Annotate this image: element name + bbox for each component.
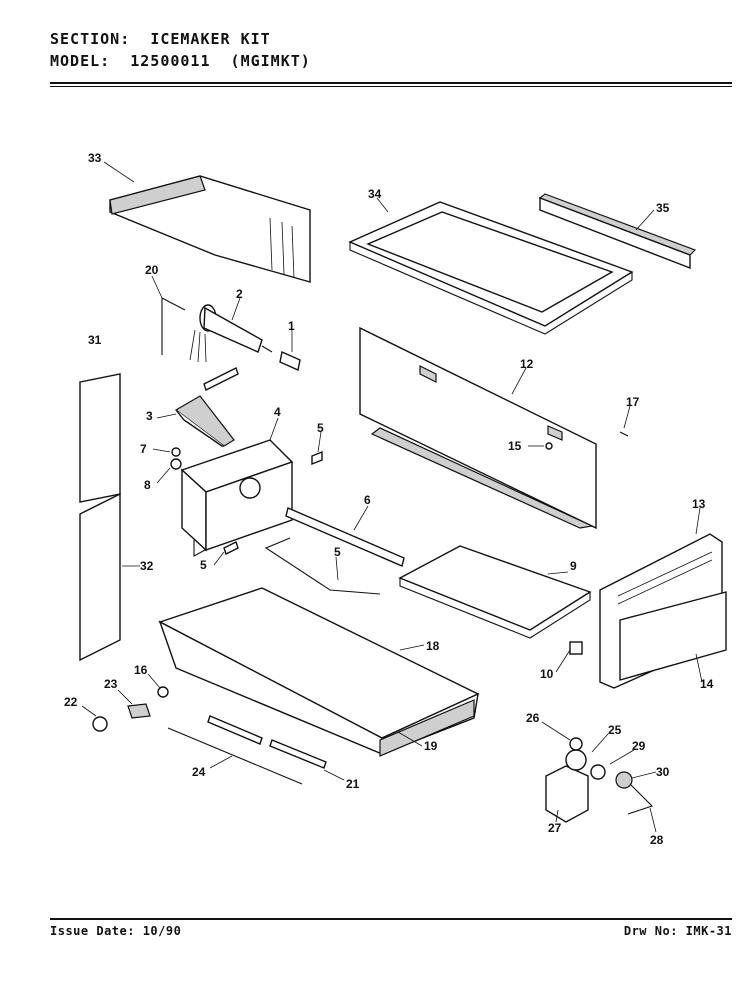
callout-6: 5 [334,545,341,559]
part-27-valve-body [545,765,589,823]
callout-30: 30 [656,765,670,779]
section-label: SECTION: [50,30,131,48]
section-value: ICEMAKER KIT [150,30,271,48]
callout-10: 9 [570,559,577,573]
callout-14: 14 [700,677,714,691]
part-10-ice-mold [398,545,592,639]
callout-17: 17 [626,395,640,409]
part-12-back-panel [359,326,597,530]
part-3-bracket [174,395,235,447]
part-16-grommet [157,686,169,698]
part-31-side-panel [79,373,121,503]
part-25-coil [565,749,587,771]
callout-9: 8 [144,478,151,492]
part-14-cover-panel [619,591,727,681]
callout-3: 3 [146,409,153,423]
header-rule-top [50,82,732,84]
part-21-bars [207,715,327,769]
issue-date: Issue Date: 10/90 [50,924,182,938]
callout-1: 1 [288,319,295,333]
callout-5a: 5 [317,421,324,435]
part-6-shutoff-arm [264,537,381,595]
leader-lines [81,161,703,833]
part-8-nut [171,447,181,457]
callout-23: 23 [104,677,118,691]
part-11-clip [569,641,583,655]
callout-32: 32 [140,559,154,573]
callout-16: 16 [134,663,148,677]
callout-22: 22 [64,695,78,709]
callout-4: 4 [274,405,281,419]
callout-35: 35 [656,201,670,215]
callout-15: 15 [508,439,522,453]
part-29-washer [590,764,606,780]
section-title: SECTION: ICEMAKER KIT [50,30,271,48]
part-24-rod [167,727,303,785]
part-17-clip [619,431,629,437]
model-label: MODEL: [50,52,111,70]
part-7-fill-tube [285,507,405,567]
callout-25: 25 [608,723,622,737]
part-23-clamp [127,703,151,719]
part-34-shelf-frame [348,201,634,335]
callout-18: 18 [426,639,440,653]
callout-28: 28 [650,833,664,847]
part-20-hex-wrench [161,297,186,355]
callout-20: 20 [145,263,159,277]
callout-27: 27 [548,821,562,835]
model-title: MODEL: 12500011 (MGIMKT) [50,52,311,70]
callout-21: 21 [346,777,360,791]
drawing-number: Drw No: IMK-31 [623,924,732,938]
callout-2: 2 [236,287,243,301]
part-28-tube [627,783,654,815]
part-9-washer [170,458,182,470]
part-4-control-housing [180,439,294,557]
callout-5b: 5 [200,558,207,572]
callout-33: 33 [88,151,102,165]
part-35-trim-strip [538,193,697,270]
part-33-ice-chute [109,175,311,283]
callout-19: 19 [424,739,438,753]
model-value: 12500011 (MGIMKT) [130,52,311,70]
part-26-screen [569,737,583,751]
callout-31: 31 [88,333,102,347]
callout-12: 12 [520,357,534,371]
callout-11: 10 [540,667,554,681]
part-19-bin-front [379,699,475,757]
callout-labels: 33 34 35 20 2 1 31 12 17 3 4 5 15 7 8 6 … [64,151,714,847]
part-30-nut [615,771,633,789]
part-22-fitting [92,716,108,732]
callout-24: 24 [192,765,206,779]
part-15-screw [545,442,553,450]
wire-lead [203,367,239,391]
callout-7: 6 [364,493,371,507]
part-2-shaft-assembly [189,304,273,363]
callout-29: 29 [632,739,646,753]
part-5-screw-upper [311,450,323,466]
header-rule-bottom [50,86,732,87]
callout-26: 26 [526,711,540,725]
footer-rule [50,918,732,920]
callout-8: 7 [140,442,147,456]
part-5-screw-lower [223,541,239,555]
callout-13: 13 [692,497,706,511]
part-1-pin [279,351,301,371]
callout-34: 34 [368,187,382,201]
part-32-side-panel [79,492,121,662]
